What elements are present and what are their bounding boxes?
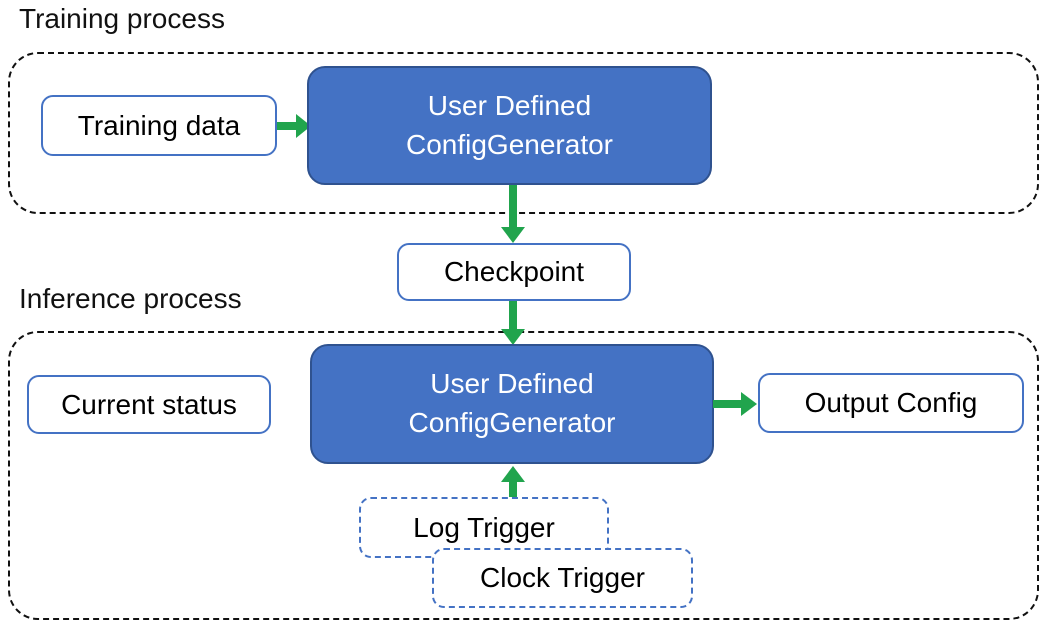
- generator-label-line1: User Defined: [427, 89, 592, 121]
- generator-label-line1: User Defined: [430, 368, 594, 400]
- training-process-container: [8, 52, 1039, 214]
- arrow-down-icon: [501, 301, 525, 345]
- generator-label-line2: ConfigGenerator: [405, 128, 613, 160]
- inference-process-container: [8, 331, 1039, 620]
- arrow-right-icon: [277, 114, 311, 138]
- training-process-title: Training process: [19, 3, 225, 34]
- arrow-up-icon: [501, 466, 525, 498]
- current-status-box: Current status: [27, 375, 271, 434]
- clock-trigger-box: Clock Trigger: [432, 548, 693, 608]
- training-config-generator-box: User Defined ConfigGenerator: [307, 66, 712, 185]
- inference-process-title: Inference process: [19, 283, 242, 314]
- output-config-box: Output Config: [758, 373, 1024, 433]
- inference-config-generator-box: User Defined ConfigGenerator: [310, 344, 714, 464]
- arrow-right-icon: [713, 392, 757, 416]
- training-data-box: Training data: [41, 95, 277, 156]
- generator-label-line2: ConfigGenerator: [408, 407, 616, 438]
- arrow-down-icon: [501, 185, 525, 243]
- checkpoint-box: Checkpoint: [397, 243, 631, 301]
- log-trigger-box: Log Trigger: [359, 497, 609, 558]
